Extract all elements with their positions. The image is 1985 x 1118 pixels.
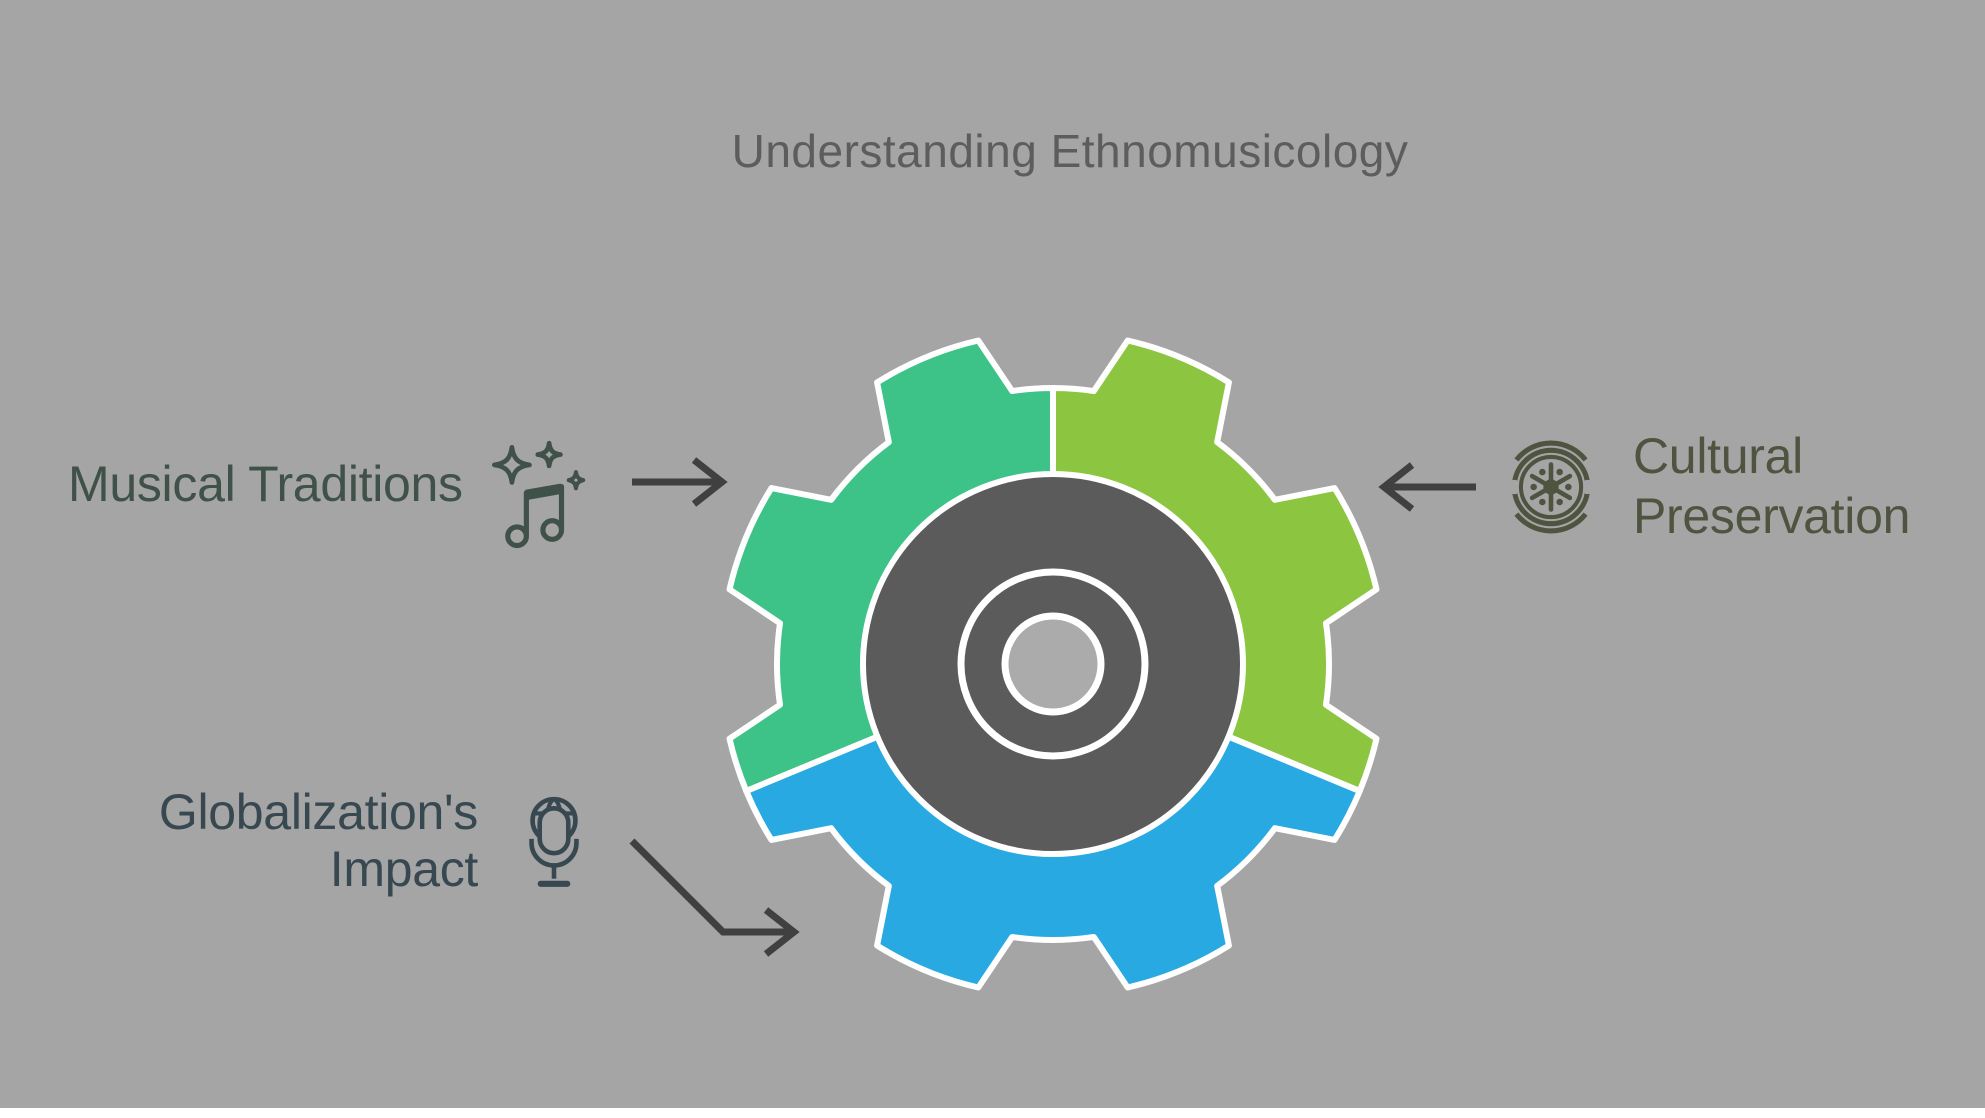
label-musical-traditions: Musical Traditions [68, 456, 463, 512]
label-cultural-line1: Cultural [1633, 428, 1803, 484]
sparkle-music-note-icon [492, 440, 586, 549]
arrow-globalizations-impact [629, 838, 800, 957]
folk-medallion-icon [1507, 440, 1595, 534]
label-cultural-line2: Preservation [1633, 488, 1911, 544]
label-global-line2: Impact [329, 841, 479, 897]
label-global-line1: Globalization's [158, 784, 478, 840]
label-globalizations-impact: Globalization's Impact [118, 784, 478, 898]
medallion-notch-right [1580, 479, 1595, 495]
page-title: Understanding Ethnomusicology [731, 125, 1409, 177]
globe-microphone-icon [529, 796, 579, 887]
medallion-notch-left [1507, 479, 1522, 495]
arrow-cultural-preservation [1378, 462, 1476, 512]
gear-core [1001, 612, 1105, 716]
gear-hub-ring [957, 568, 1149, 760]
arrow-musical-traditions [632, 457, 728, 507]
bottom-edge-strip [0, 1108, 1985, 1118]
label-cultural-preservation: Cultural Preservation [1633, 426, 1910, 546]
